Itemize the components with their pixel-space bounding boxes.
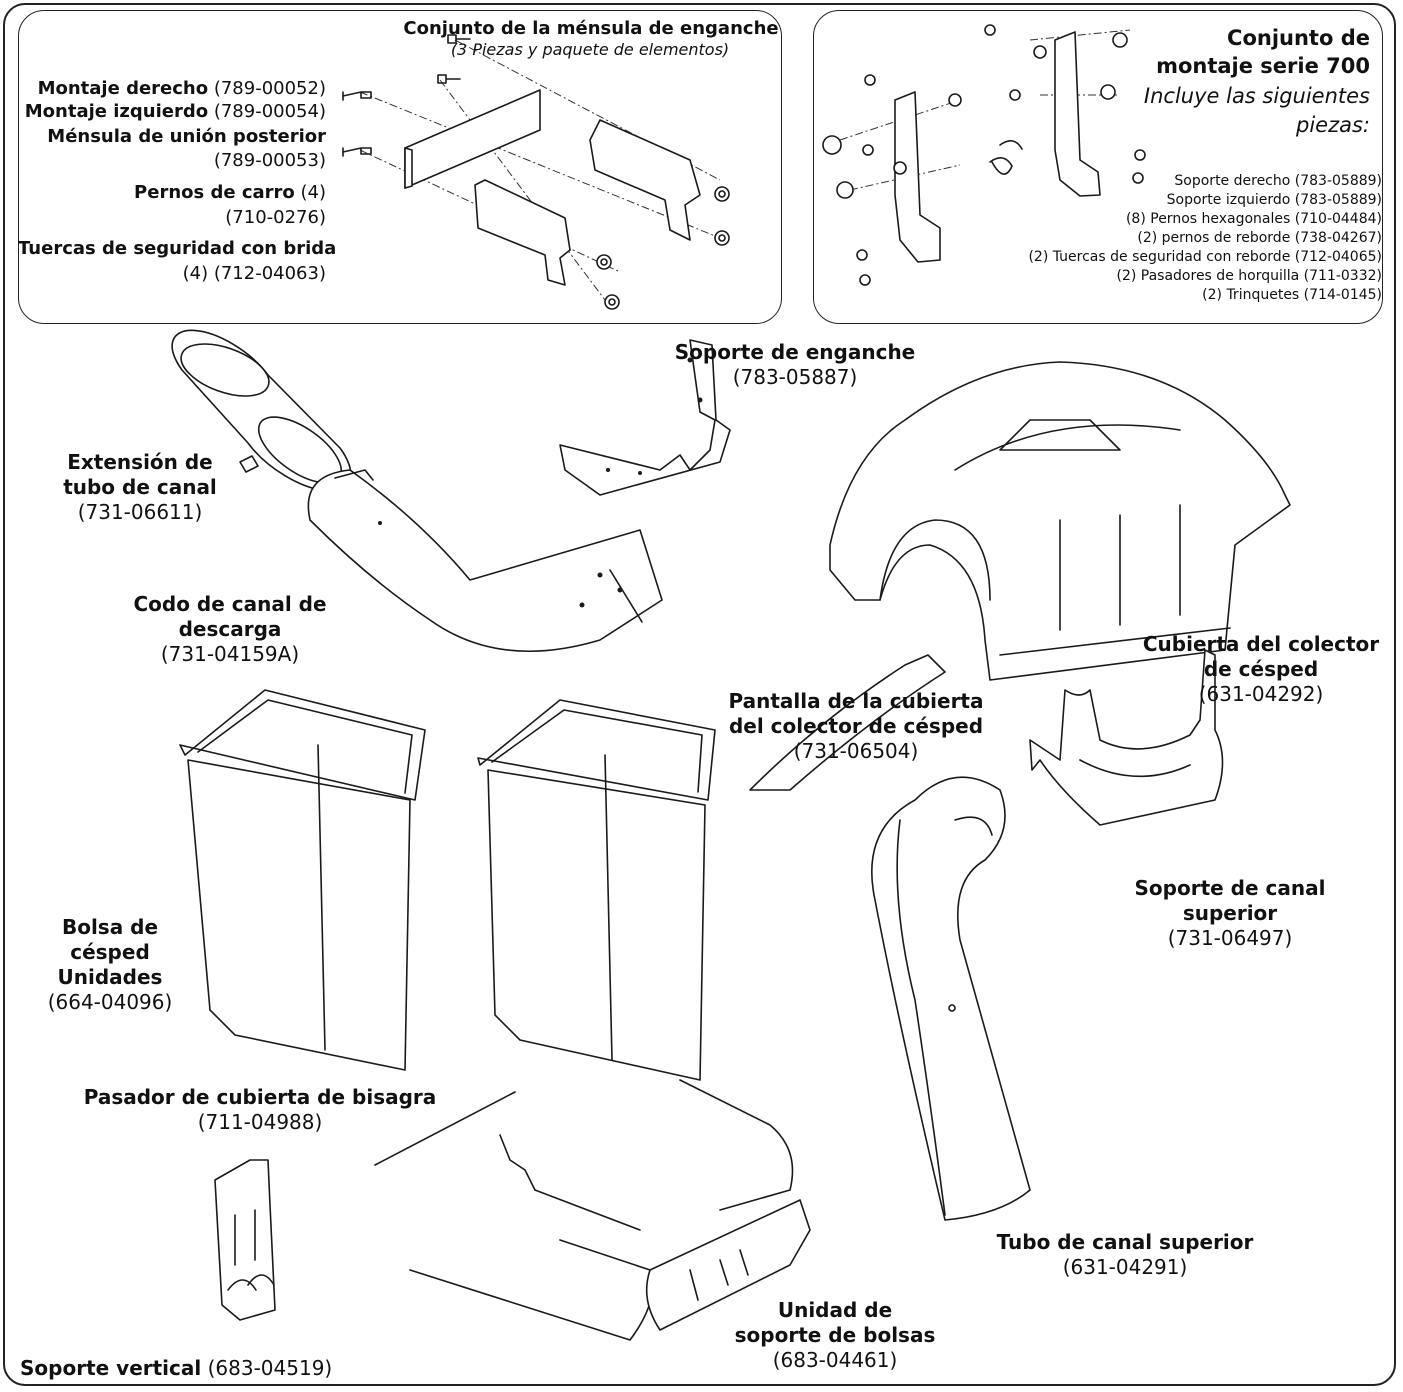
rear-bracket-plate <box>404 89 541 189</box>
series-kit-item: (2) pernos de reborde (738-04267) <box>1137 230 1382 246</box>
series-kit-item: (8) Pernos hexagonales (710-04484) <box>1125 211 1382 227</box>
bracket-left <box>894 91 941 263</box>
series-kit-sub-2: piezas: <box>1296 113 1370 137</box>
outer-frame <box>3 3 1396 1386</box>
hairpin-icon <box>989 140 1023 175</box>
series-kit-item: (2) Pasadores de horquilla (711-0332) <box>1116 268 1383 284</box>
discharge-elbow-drawing <box>307 469 663 653</box>
hitch-kit-subtitle: (3 Piezas y paquete de elementos) <box>450 40 730 59</box>
carriage-bolt <box>342 147 372 157</box>
series-kit-box <box>813 10 1383 324</box>
series-kit-item: Soporte derecho (783-05889) <box>1174 173 1382 189</box>
carriage-bolts-label: Pernos de carro (4) <box>134 182 326 203</box>
hitch-kit-box <box>18 10 782 324</box>
right-mount <box>589 119 701 241</box>
rear-bracket-label: Ménsula de unión posterior <box>47 126 326 147</box>
series-kit-item: Soporte izquierdo (783-05889) <box>1166 192 1382 208</box>
series-kit-drawing <box>822 24 1146 286</box>
upper-chute-support-drawing <box>1029 649 1224 826</box>
left-mount <box>474 179 571 286</box>
hinge-pin-label: Pasador de cubierta de bisagra(711-04988… <box>83 1085 437 1134</box>
series-kit-title-2: montaje serie 700 <box>1156 54 1370 78</box>
vertical-support-label: Soporte vertical (683-04519) <box>20 1356 333 1380</box>
grass-bag-left <box>179 689 426 1071</box>
grass-bag-right <box>477 699 716 1081</box>
series-kit-title-1: Conjunto de <box>1227 26 1370 50</box>
upper-chute-tube-label: Tubo de canal superior(631-04291) <box>996 1230 1254 1279</box>
carriage-bolts-part: (710-0276) <box>225 207 326 228</box>
carriage-bolt <box>447 34 471 44</box>
upper-chute-tube-drawing <box>871 776 1031 1221</box>
hitch-bracket-label: Soporte de enganche(783-05887) <box>674 340 916 389</box>
bag-support-drawing <box>409 1079 811 1341</box>
series-kit-item: (2) Trinquetes (714-0145) <box>1202 287 1382 303</box>
collector-cover-drawing <box>829 361 1291 681</box>
hitch-kit-title: Conjunto de la ménsula de enganche <box>403 18 779 39</box>
right-mount-label: Montaje derecho (789-00052) <box>37 78 326 99</box>
vertical-support-drawing <box>214 1159 276 1321</box>
chute-extension-drawing <box>171 329 352 492</box>
series-kit-sub-1: Incluye las siguientes <box>1143 84 1370 108</box>
bracket-right <box>1054 31 1101 197</box>
rear-bracket-part: (789-00053) <box>213 150 326 171</box>
carriage-bolt <box>437 74 461 84</box>
flange-nuts-label: Tuercas de seguridad con brida <box>18 238 337 259</box>
series-kit-item: (2) Tuercas de seguridad con reborde (71… <box>1028 249 1382 265</box>
cover-screen-drawing <box>749 654 946 791</box>
hitch-kit-drawing <box>342 34 730 310</box>
flange-nuts-part: (4) (712-04063) <box>182 263 326 284</box>
left-mount-label: Montaje izquierdo (789-00054) <box>24 101 326 122</box>
carriage-bolt <box>342 91 372 101</box>
hitch-bracket-drawing <box>559 339 731 496</box>
hinge-pin-drawing <box>374 1091 516 1166</box>
